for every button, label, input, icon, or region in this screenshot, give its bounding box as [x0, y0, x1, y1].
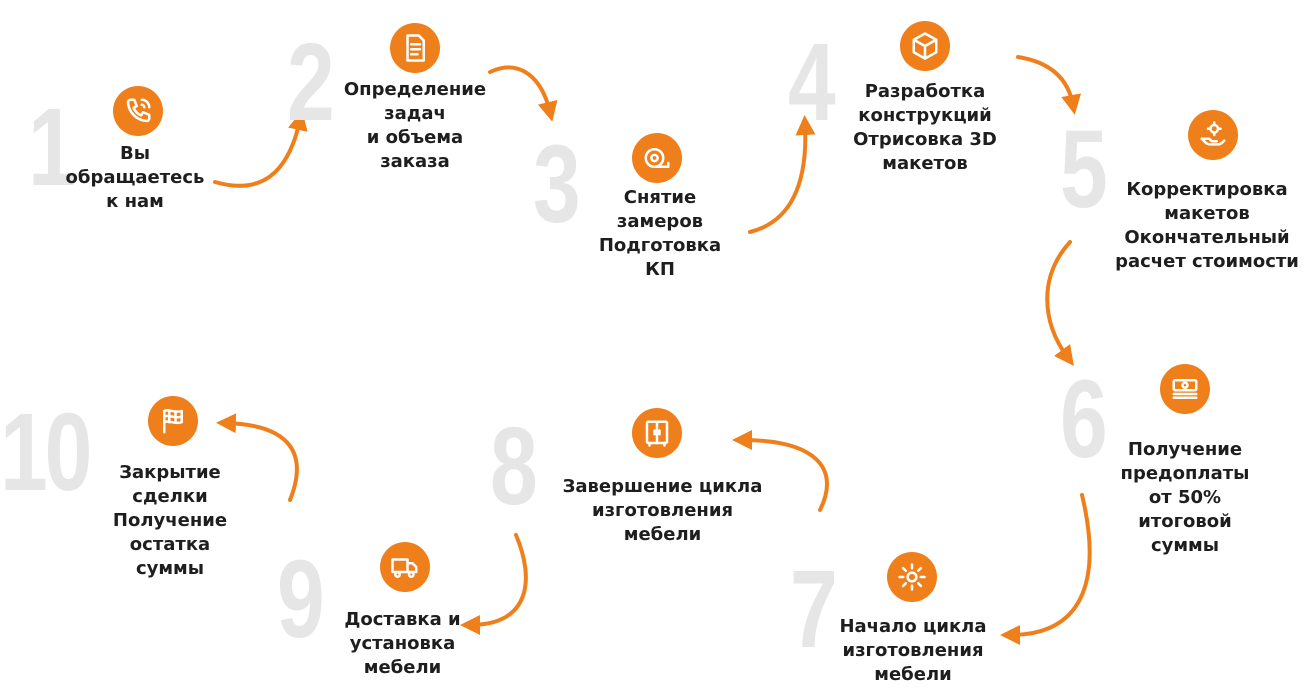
step-label-6: Получение предоплаты от 50% итоговой сум…	[1120, 439, 1250, 556]
step-icon-1	[113, 86, 163, 136]
step-number-4: 4	[788, 21, 836, 144]
step-number-7: 7	[790, 548, 838, 671]
truck-icon	[391, 558, 418, 579]
step-icon-10	[148, 396, 198, 446]
money-stack-icon	[1172, 379, 1198, 399]
step-label-9: Доставка и установка мебели	[344, 609, 461, 678]
step-number-8: 8	[490, 405, 538, 528]
step-icon-2	[390, 23, 440, 73]
step-number-9: 9	[277, 538, 325, 661]
cube-icon	[912, 32, 938, 60]
step-label-2: Определение задач и объема заказа	[343, 79, 487, 172]
step-number-3: 3	[533, 123, 581, 246]
step-label-10: Закрытие сделки Получение остатка суммы	[112, 462, 228, 579]
step-number-2: 2	[287, 21, 335, 144]
step-icon-8	[632, 408, 682, 458]
step-number-10: 10	[0, 391, 92, 514]
step-label-1: Вы обращаетесь к нам	[65, 143, 205, 212]
step-icon-3	[632, 133, 682, 183]
cabinet-icon	[645, 420, 669, 447]
step-icon-6	[1160, 364, 1210, 414]
step-number-1: 1	[28, 86, 76, 209]
step-icon-9	[380, 542, 430, 592]
step-icon-5	[1188, 110, 1238, 160]
step-label-8: Завершение цикла изготовления мебели	[562, 476, 763, 545]
step-label-5: Корректировка макетов Окончательный расч…	[1115, 179, 1299, 272]
arrow-5-6	[1045, 240, 1074, 367]
tape-measure-icon	[644, 148, 670, 168]
document-icon	[406, 34, 425, 62]
step-number-5: 5	[1060, 108, 1108, 231]
phone-icon	[126, 98, 151, 123]
step-icon-4	[900, 21, 950, 71]
step-label-7: Начало цикла изготовления мебели	[839, 616, 987, 685]
step-number-6: 6	[1060, 358, 1108, 481]
step-icon-7	[887, 552, 937, 602]
arrow-8-9	[460, 533, 528, 635]
arrow-2-3	[488, 65, 558, 122]
arrow-4-5	[1016, 55, 1082, 115]
hand-gear-icon	[1200, 121, 1226, 146]
finish-flag-icon	[163, 409, 183, 434]
gear-icon	[898, 563, 926, 591]
arrow-6-7	[1000, 493, 1092, 645]
step-label-3: Снятие замеров Подготовка КП	[598, 187, 722, 280]
step-label-4: Разработка конструкций Отрисовка 3D маке…	[853, 81, 997, 174]
